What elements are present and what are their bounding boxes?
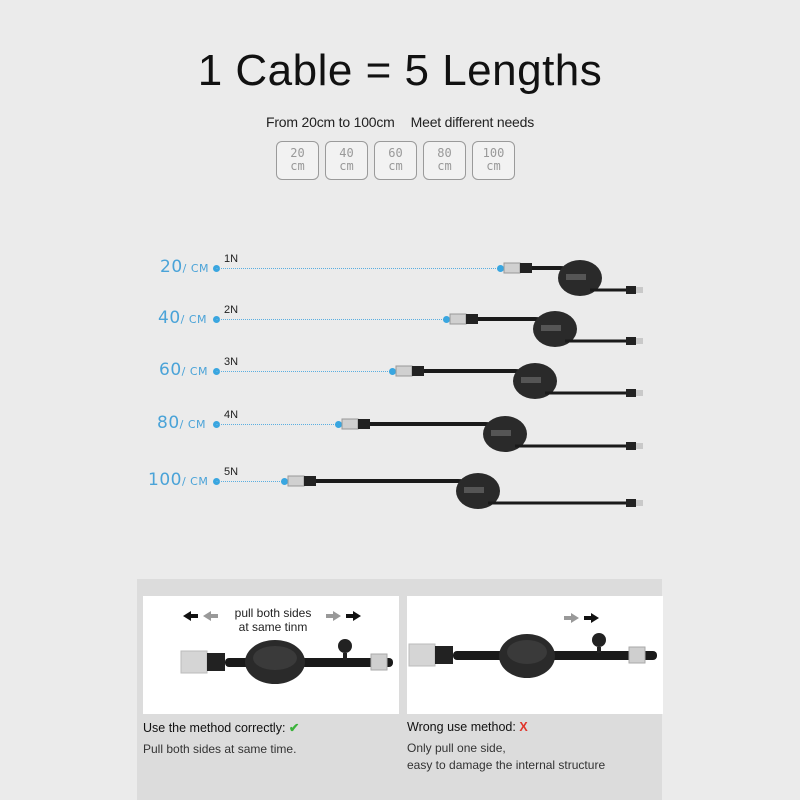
usb-connector <box>341 418 359 430</box>
micro-connector <box>636 338 643 344</box>
length-end-dot <box>335 421 342 428</box>
length-guide-line <box>216 371 392 372</box>
spool-logo <box>491 430 511 436</box>
cable-spool <box>483 416 527 452</box>
spool-logo <box>521 377 541 383</box>
micro-connector-housing <box>626 286 636 294</box>
spool-logo <box>464 487 484 493</box>
usb-connector <box>395 365 413 377</box>
length-label: 100/ CM <box>148 470 209 490</box>
subtitle: From 20cm to 100cm Meet different needs <box>0 114 800 130</box>
wrong-detail: Only pull one side, easy to damage the i… <box>407 741 606 772</box>
length-guide-line <box>216 481 284 482</box>
spool-logo <box>566 274 586 280</box>
left-arrows-icon <box>183 611 218 621</box>
correct-detail: Pull both sides at same time. <box>143 742 297 756</box>
micro-connector-housing <box>626 442 636 450</box>
cable-line <box>316 479 480 491</box>
micro-connector-housing <box>626 337 636 345</box>
usb-housing <box>466 314 478 324</box>
right-arrows-icon <box>326 611 361 621</box>
cable-spool <box>456 473 500 509</box>
pull-force-label: 2N <box>224 304 239 316</box>
pull-force-label: 5N <box>224 466 239 478</box>
usage-section: pull both sides at same tinm Use the met… <box>137 579 663 800</box>
cable-spool <box>533 311 577 347</box>
wrong-caption: Wrong use method: X <box>407 720 528 734</box>
cable-both-sides-illustration <box>180 611 393 684</box>
length-label: 20/ CM <box>160 257 210 277</box>
length-label: 80/ CM <box>157 413 207 433</box>
length-label: 60/ CM <box>159 360 209 380</box>
cable-line <box>424 369 537 381</box>
usb-connector <box>503 262 521 274</box>
correct-usage-panel: pull both sides at same tinm Use the met… <box>143 596 399 796</box>
micro-connector <box>636 287 643 293</box>
pull-force-label: 1N <box>224 253 239 265</box>
cable-line <box>478 317 557 329</box>
length-end-dot <box>497 265 504 272</box>
subtitle-range: From 20cm to 100cm <box>265 114 395 130</box>
length-guide-line <box>216 424 338 425</box>
micro-connector <box>636 390 643 396</box>
length-end-dot <box>389 368 396 375</box>
usb-connector <box>449 313 467 325</box>
usb-housing <box>520 263 532 273</box>
checkmark-icon: ✔ <box>288 721 300 735</box>
length-end-dot <box>281 478 288 485</box>
usb-housing <box>412 366 424 376</box>
pull-force-label: 3N <box>224 356 239 368</box>
cable-spool <box>513 363 557 399</box>
micro-connector <box>636 500 643 506</box>
page-title: 1 Cable = 5 Lengths <box>197 46 603 95</box>
length-guide-line <box>216 319 446 320</box>
cable-line <box>370 422 507 434</box>
length-label: 40/ CM <box>158 308 208 328</box>
correct-caption: Use the method correctly: ✔ <box>143 721 300 735</box>
micro-connector-housing <box>626 499 636 507</box>
micro-connector-housing <box>626 389 636 397</box>
length-end-dot <box>443 316 450 323</box>
micro-connector <box>636 443 643 449</box>
spool-logo <box>541 325 561 331</box>
pull-both-sides-text: pull both sides at same tinm <box>234 606 312 634</box>
pull-force-label: 4N <box>224 409 239 421</box>
subtitle-needs: Meet different needs <box>410 114 535 130</box>
right-arrows-icon <box>564 613 599 623</box>
wrong-usage-image <box>407 596 663 714</box>
usb-housing <box>358 419 370 429</box>
cable-spool <box>558 260 602 296</box>
cable-line <box>532 266 582 278</box>
cross-icon: X <box>519 720 528 734</box>
wrong-usage-panel: Wrong use method: X Only pull one side, … <box>407 596 663 796</box>
cable-one-side-illustration <box>408 613 657 678</box>
usb-housing <box>304 476 316 486</box>
length-guide-line <box>216 268 500 269</box>
correct-usage-image: pull both sides at same tinm <box>143 596 399 714</box>
usb-connector <box>287 475 305 487</box>
